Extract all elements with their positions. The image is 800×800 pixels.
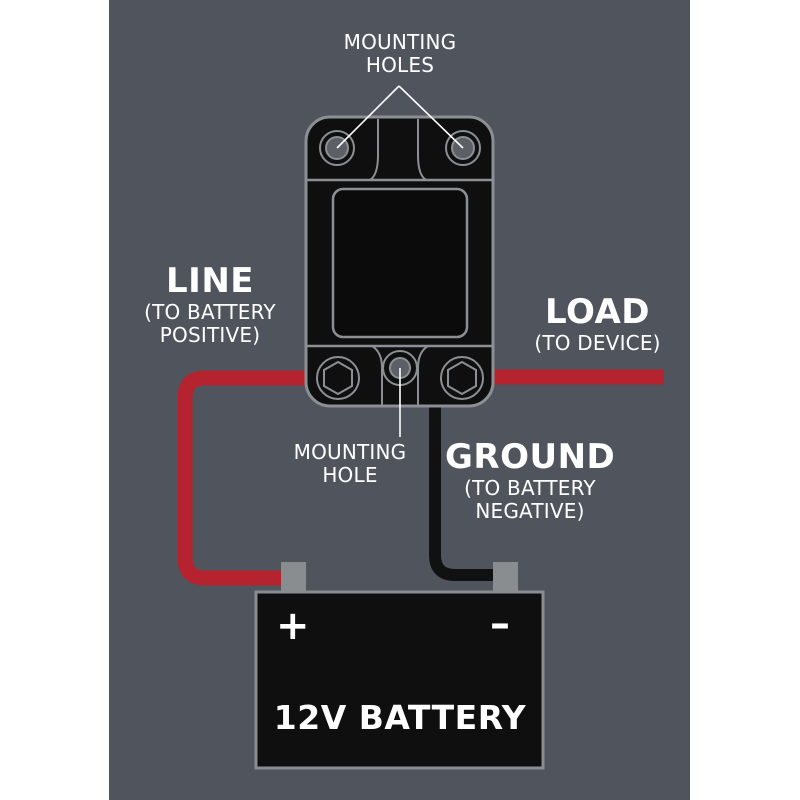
circuit-breaker-device: [304, 115, 495, 408]
battery-body: [254, 590, 545, 770]
callout-line-top-left: [336, 85, 400, 149]
negative-symbol: –: [490, 601, 510, 647]
ground-wire: [429, 405, 500, 581]
load-terminal: [440, 356, 484, 400]
negative-terminal-post: [493, 562, 518, 594]
line-terminal: [316, 356, 360, 400]
battery-label: 12V BATTERY: [273, 698, 527, 737]
mounting-hole-label: MOUNTING HOLE: [293, 440, 407, 487]
positive-wire: [177, 370, 330, 586]
mounting-holes-label: MOUNTING HOLES: [343, 30, 457, 77]
positive-terminal-post: [281, 562, 306, 594]
load-label: LOAD (TO DEVICE): [534, 292, 661, 356]
ground-label: GROUND (TO BATTERY NEGATIVE): [445, 437, 616, 524]
positive-symbol: +: [276, 603, 310, 649]
line-label: LINE (TO BATTERY POSITIVE): [144, 261, 276, 348]
callout-line-top-right: [398, 85, 464, 149]
